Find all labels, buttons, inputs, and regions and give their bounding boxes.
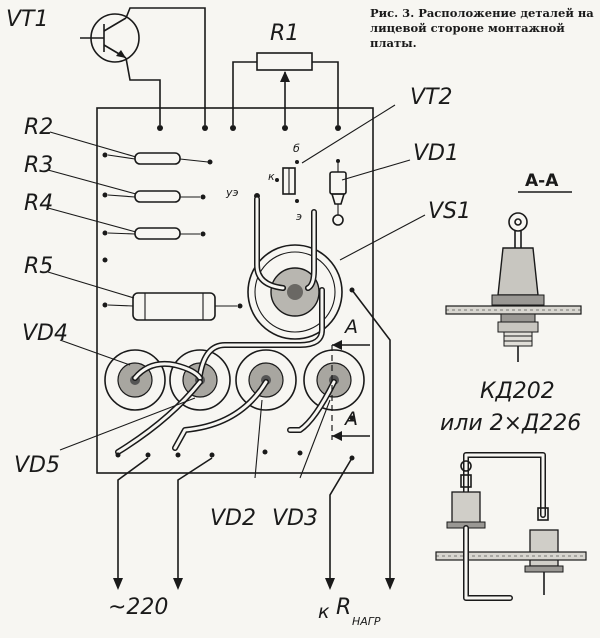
label-r5: R5 xyxy=(24,254,53,279)
figure-caption: Рис. 3. Расположение деталей на лицевой … xyxy=(370,6,594,50)
label-load-r: R xyxy=(336,595,351,620)
r3-leader xyxy=(47,169,137,195)
vd5-leader xyxy=(59,397,196,451)
vd1-diode xyxy=(329,159,347,226)
load-leads xyxy=(325,289,395,590)
pin-e-label: э xyxy=(296,210,302,223)
section-kd202-drawing xyxy=(445,212,582,362)
resistor-r5 xyxy=(102,292,243,321)
vt1-transistor-symbol xyxy=(80,7,206,125)
mounting-board xyxy=(96,107,374,474)
vd2-leader xyxy=(254,399,263,479)
label-vd3: VD3 xyxy=(272,506,318,531)
resistor-r4 xyxy=(102,227,206,240)
r4-leader xyxy=(47,207,137,233)
label-r3: R3 xyxy=(24,153,53,178)
ac-leads xyxy=(113,457,213,590)
caption-line-1: Рис. 3. Расположение деталей на xyxy=(370,6,594,20)
label-vt1: VT1 xyxy=(6,7,49,32)
cut-label-a-bottom: А xyxy=(343,408,358,430)
wiring-harness xyxy=(115,196,337,455)
section-cut-marks xyxy=(331,340,370,441)
top-pins xyxy=(157,125,341,131)
cut-label-a-top: А xyxy=(343,316,358,338)
label-r2: R2 xyxy=(24,115,53,140)
label-r1: R1 xyxy=(270,21,299,46)
vs1-leader xyxy=(339,214,426,261)
vs1-thyristor xyxy=(247,244,343,340)
caption-line-2: лицевой стороне монтажной xyxy=(370,21,565,35)
label-vd2: VD2 xyxy=(210,506,256,531)
caption-line-3: платы. xyxy=(370,36,417,50)
vd3-leader xyxy=(299,399,331,479)
section-title: А-А xyxy=(525,171,559,191)
label-r4: R4 xyxy=(24,191,53,216)
pin-b-label: б xyxy=(293,142,300,155)
label-vt2: VT2 xyxy=(410,85,453,110)
section-part-alt: или 2×Д226 xyxy=(440,411,581,436)
label-vd4: VD4 xyxy=(22,321,68,346)
vd4-leader xyxy=(59,339,131,366)
r1-potentiometer-symbol xyxy=(232,52,339,125)
label-load-sub: НАГР xyxy=(352,615,381,628)
label-vd1: VD1 xyxy=(413,141,459,166)
label-vs1: VS1 xyxy=(428,199,471,224)
section-2xd226-drawing xyxy=(435,452,587,601)
pin-k-label: к xyxy=(268,170,275,183)
label-load-prefix: к xyxy=(318,601,330,623)
pin-uz-label: уэ xyxy=(225,186,239,199)
vd1-leader xyxy=(341,159,411,181)
r2-leader xyxy=(49,131,137,158)
resistor-r3 xyxy=(102,190,206,203)
section-part-kd202: КД202 xyxy=(480,379,555,404)
resistor-r2 xyxy=(102,152,213,165)
label-ac-input: ~220 xyxy=(108,595,168,620)
vt2-leader xyxy=(301,104,396,164)
label-vd5: VD5 xyxy=(14,453,60,478)
vt2-transistor xyxy=(254,160,299,203)
r5-leader xyxy=(47,271,135,299)
